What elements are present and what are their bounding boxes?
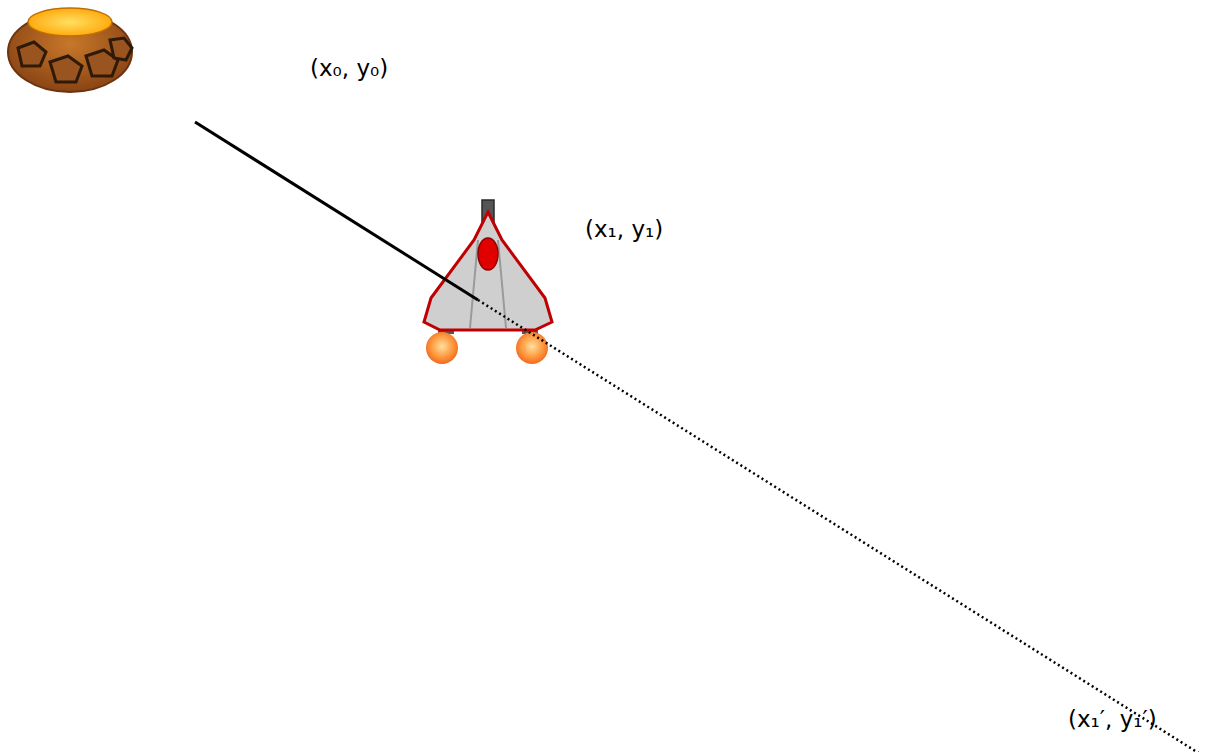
- spaceship-sprite: [424, 200, 552, 364]
- trajectory-line: [195, 122, 478, 300]
- start-coordinate: (x₀, y₀): [310, 55, 388, 83]
- ufo-sprite: [8, 8, 132, 92]
- projected-path: [478, 300, 1216, 752]
- end-coordinate: (x₁′, y₁′): [1068, 706, 1157, 734]
- ship-coordinate: (x₁, y₁): [585, 216, 663, 244]
